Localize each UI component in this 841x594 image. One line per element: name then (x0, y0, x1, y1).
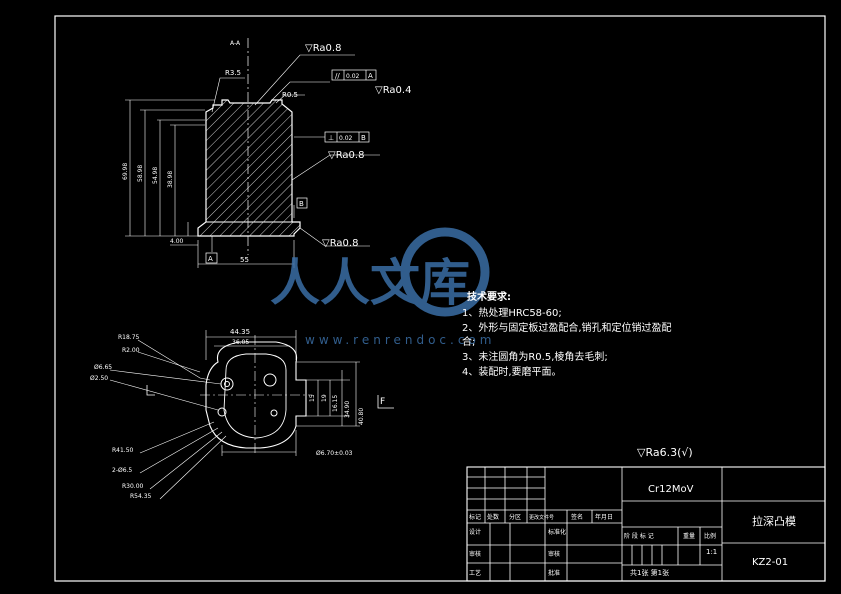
svg-text:处数: 处数 (487, 513, 499, 521)
roughness-right-top: ▽Ra0.4 (375, 85, 411, 96)
tech-item-5: 4、装配时,要磨平面。 (462, 365, 562, 378)
svg-text:工艺: 工艺 (469, 569, 481, 577)
svg-text:年月日: 年月日 (595, 513, 613, 521)
top-view (109, 330, 394, 500)
svg-text:重量: 重量 (683, 532, 695, 540)
dim-outer-width: 44.35 (230, 328, 250, 336)
dim-h2: 58.98 (137, 165, 144, 182)
center-mark: A-A (230, 40, 241, 47)
label-r4: Ø2.50 (90, 375, 108, 382)
svg-text:审核: 审核 (469, 550, 481, 558)
scale: 1:1 (706, 548, 717, 556)
svg-text:标准化: 标准化 (548, 528, 566, 536)
top-outline (205, 341, 307, 449)
punch-body (197, 99, 301, 237)
top-view-labels: 44.35 36.05 40.80 34.90 16.15 19 15 Ø6.7… (90, 328, 385, 500)
tech-requirements: 技术要求: 1、热处理HRC58-60; 2、外形与固定板过盈配合,销孔和定位销… (462, 290, 672, 378)
fillet-right: R0.5 (282, 91, 298, 99)
dim-height-outer: 40.80 (358, 408, 365, 425)
svg-text:A: A (368, 72, 373, 80)
title-block (466, 466, 826, 582)
tech-title: 技术要求: (467, 290, 511, 303)
dim-width: 55 (240, 256, 249, 264)
label-r5: R41.50 (112, 447, 134, 454)
drawing-border (54, 15, 826, 582)
label-r8: R54.35 (130, 493, 152, 500)
svg-text:0.02: 0.02 (346, 73, 360, 80)
dim-b: 19 (321, 394, 328, 402)
svg-text:分区: 分区 (509, 513, 521, 521)
tech-item-1: 1、热处理HRC58-60; (462, 306, 562, 319)
svg-text:B: B (361, 134, 366, 142)
dim-base-small: 4.00 (170, 238, 184, 245)
material: Cr12MoV (648, 484, 694, 495)
watermark: 人人文库 www.renrendoc.com (270, 227, 495, 347)
roughness-side: ▽Ra0.8 (328, 150, 364, 161)
dim-h4: 38.98 (167, 171, 174, 188)
top-inner (223, 353, 287, 439)
dim-inner-width: 36.05 (232, 339, 249, 346)
fillet-left: R3.5 (225, 69, 241, 77)
tol-perp-frame: ⊥ 0.02 B (324, 131, 370, 143)
label-r2: R2.00 (122, 347, 140, 354)
roughness-bottom: ▽Ra0.8 (322, 238, 358, 249)
label-r6: 2-Ø6.5 (112, 467, 132, 474)
watermark-url: www.renrendoc.com (305, 333, 495, 347)
tol-flatness-frame: // 0.02 A (331, 69, 377, 81)
watermark-logo-icon (400, 227, 490, 317)
roughness-top: ▽Ra0.8 (305, 43, 341, 54)
svg-text:设计: 设计 (469, 528, 481, 536)
front-view: A-A (125, 38, 380, 268)
datum-b: B (299, 200, 304, 208)
pin-hole-4 (270, 409, 278, 417)
dim-h3: 54.98 (152, 167, 159, 184)
svg-text:标记: 标记 (469, 513, 481, 521)
svg-text:审核: 审核 (548, 550, 560, 558)
dim-bottom: Ø6.70±0.03 (316, 450, 353, 457)
label-r7: R30.00 (122, 483, 144, 490)
dim-total-height: 69.98 (122, 163, 129, 180)
pin-hole-2 (217, 407, 227, 417)
watermark-brand: 人人文库 (270, 254, 470, 312)
front-view-labels: ▽Ra0.8 ▽Ra0.4 ▽Ra0.8 ▽Ra0.8 R3.5 R0.5 //… (122, 43, 411, 264)
title-block-text: Cr12MoV 拉深凸模 KZ2-01 1:1 共1张 第1张 阶 段 标 记 … (469, 484, 796, 577)
general-roughness: ▽Ra6.3(√) (637, 446, 693, 459)
label-r1: R18.75 (118, 334, 140, 341)
tech-item-2: 2、外形与固定板过盈配合,销孔和定位销过盈配 (462, 321, 672, 334)
pin-hole-3 (263, 373, 277, 387)
svg-text:阶 段 标 记: 阶 段 标 记 (624, 532, 654, 540)
svg-text://: // (335, 72, 340, 80)
dim-c: 15 (309, 394, 316, 402)
sheets: 共1张 第1张 (630, 568, 669, 577)
pin-hole-1 (220, 377, 234, 391)
tech-item-3: 合; (462, 335, 475, 348)
tech-item-4: 3、未注圆角为R0.5,棱角去毛刺; (462, 350, 608, 363)
svg-text:批准: 批准 (548, 569, 560, 577)
dim-height-inner: 34.90 (344, 401, 351, 418)
datum-a: A (208, 255, 213, 263)
svg-text:更改文件号: 更改文件号 (529, 514, 554, 521)
svg-text:比例: 比例 (704, 532, 716, 540)
drawing-no: KZ2-01 (752, 557, 788, 568)
svg-text:签名: 签名 (571, 513, 583, 521)
dim-a: 16.15 (332, 395, 339, 412)
svg-text:⊥: ⊥ (328, 134, 334, 142)
part-name: 拉深凸模 (752, 514, 796, 528)
label-r3: Ø6.65 (94, 364, 112, 371)
svg-text:0.02: 0.02 (339, 135, 353, 142)
section-mark: F (380, 397, 385, 407)
